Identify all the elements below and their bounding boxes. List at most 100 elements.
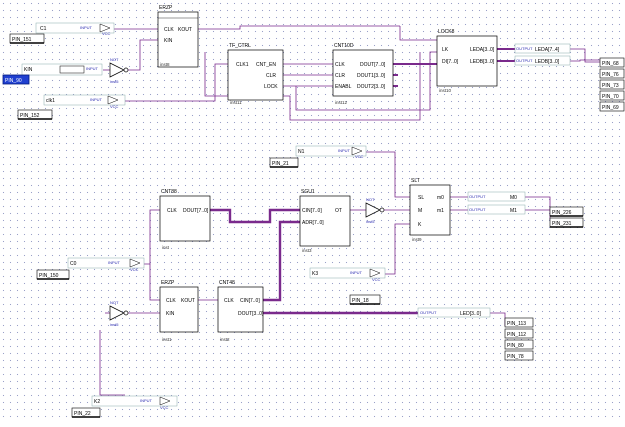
wire-k3: [385, 223, 410, 275]
port-label: LEDA[3..0]: [470, 47, 495, 53]
wire-m1-pin: [525, 209, 551, 220]
svg-text:PIN_70: PIN_70: [602, 94, 619, 100]
wire-led-out: [490, 312, 506, 326]
port-label: ENABL: [335, 84, 352, 90]
block-sgu1[interactable]: SGU1 CIN[7..0] ADR[7..0] OT inst3: [299, 189, 351, 253]
inverter-bottom[interactable]: NOT inst5: [109, 300, 129, 327]
signal-name: K3: [312, 271, 318, 277]
port-label: KIN: [166, 311, 175, 317]
svg-text:PIN_68: PIN_68: [602, 61, 619, 67]
input-pin-n1[interactable]: N1 INPUT VCC: [295, 145, 367, 159]
input-pin-k3[interactable]: K3 INPUT VCC: [309, 267, 386, 282]
input-pin-c0[interactable]: C0 INPUT VCC: [67, 257, 145, 272]
pin-stack-leda[interactable]: PIN_68 PIN_76 PIN_73 PIN_70 PIN_69: [599, 57, 625, 112]
output-pin-m0[interactable]: OUTPUT M0: [467, 191, 526, 202]
svg-text:PIN_231: PIN_231: [552, 221, 572, 227]
wire-c0: [144, 209, 165, 265]
input-pin-k2[interactable]: K2 INPUT VCC: [91, 395, 178, 410]
pin-label-90[interactable]: PIN_90: [2, 74, 30, 85]
svg-text:PIN_69: PIN_69: [602, 105, 619, 111]
signal-name: M0: [510, 195, 517, 201]
io-std: VCC: [110, 104, 119, 109]
port-label: CLR: [335, 73, 345, 79]
output-pin-ledb[interactable]: OUTPUT LEDB[3..0]: [514, 55, 571, 66]
wire-k2: [99, 330, 125, 396]
input-pin-c1[interactable]: C1 INPUT VCC: [35, 22, 115, 36]
port-label: LK: [442, 47, 449, 53]
pin-label-151[interactable]: PIN_151: [9, 33, 45, 44]
inverter-kin[interactable]: NOT inst5: [109, 57, 129, 84]
io-type: INPUT: [108, 260, 121, 265]
port-label: K: [418, 222, 422, 228]
pin-label-22[interactable]: PIN_22: [71, 407, 101, 418]
pin-label-152[interactable]: PIN_152: [17, 109, 53, 120]
pin-assignments: PIN_151 PIN_90 PIN_152 PIN_21 PIN_150 PI…: [2, 33, 625, 418]
port-label: DOUT2[3..0]: [357, 84, 386, 90]
inverters: NOT inst5 NOT inst5 NOT inst5: [109, 57, 385, 327]
port-label: CNT_EN: [256, 62, 276, 68]
blocks: ERZP CLK KIN KOUT inst8 TF_CTRL CLK1 CNT…: [157, 5, 498, 342]
output-pin-m1[interactable]: OUTPUT M1: [467, 204, 526, 215]
signal-name: C1: [40, 26, 47, 32]
inverter-ot[interactable]: NOT inst5: [365, 197, 385, 224]
svg-text:PIN_151: PIN_151: [12, 37, 32, 43]
port-label: OT: [335, 208, 342, 214]
io-std: VCC: [160, 405, 169, 410]
block-cnt48[interactable]: CNT48 CLK CIN[7..0] DOUT[3..0] inst2: [217, 280, 264, 342]
block-lock8[interactable]: LOCK8 LK DI[7..0] LEDA[3..0] LEDB[3..0] …: [436, 29, 498, 93]
io-std: VCC: [102, 31, 111, 36]
block-title: ERZP: [159, 5, 173, 11]
inst-label: inst9: [412, 237, 422, 242]
pin-label-21[interactable]: PIN_21: [269, 157, 299, 168]
io-type: INPUT: [140, 398, 153, 403]
pin-label-150[interactable]: PIN_150: [36, 269, 70, 280]
block-cnt88[interactable]: CNT88 CLK DOUT[7..0] inst: [159, 189, 211, 250]
inverter-label: NOT: [110, 300, 119, 305]
wire-inv1-out: [128, 39, 163, 71]
inst-label: inst2: [220, 337, 230, 342]
io-type: OUTPUT: [420, 310, 437, 315]
port-label: CLK: [224, 298, 234, 304]
block-title: SLT: [411, 178, 420, 184]
output-pins: OUTPUT LEDA[7..4] OUTPUT LEDB[3..0] OUTP…: [417, 43, 571, 318]
pin-label-231[interactable]: PIN_231: [549, 217, 584, 228]
pin-stack-led[interactable]: PIN_113 PIN_112 PIN_80 PIN_78: [504, 317, 534, 361]
wire-clk1: [125, 63, 228, 102]
wire-kout-to-lock: [399, 26, 437, 41]
svg-text:PIN_152: PIN_152: [20, 113, 40, 119]
output-pin-leda[interactable]: OUTPUT LEDA[7..4]: [514, 43, 571, 54]
block-title: CNT88: [161, 189, 177, 195]
port-label: m0: [437, 195, 444, 201]
block-cnt10d[interactable]: CNT10D CLK CLR ENABL DOUT[7..0] DOUT1[3.…: [332, 43, 394, 105]
signal-name: clk1: [46, 98, 55, 104]
port-label: KOUT: [178, 27, 192, 33]
port-label: SL: [418, 195, 424, 201]
io-std: VCC: [372, 277, 381, 282]
signal-name: N1: [298, 149, 305, 155]
port-label: KOUT: [181, 298, 195, 304]
pin-label-226[interactable]: PIN_226: [549, 206, 584, 217]
input-pin-clk1[interactable]: clk1 INPUT VCC: [43, 94, 126, 109]
input-pin-kin[interactable]: KIN INPUT: [21, 63, 103, 76]
svg-text:PIN_226: PIN_226: [552, 210, 572, 216]
svg-text:PIN_80: PIN_80: [507, 343, 524, 349]
output-pin-led[interactable]: OUTPUT LED[3..0]: [417, 307, 491, 318]
pin-label-18[interactable]: PIN_18: [349, 294, 381, 305]
inst-label: inst11: [230, 100, 242, 105]
svg-text:PIN_73: PIN_73: [602, 83, 619, 89]
io-type: INPUT: [338, 148, 351, 153]
svg-text:PIN_113: PIN_113: [507, 321, 526, 327]
port-label: M: [418, 208, 422, 214]
block-slt[interactable]: SLT SL M K m0 m1 inst9: [409, 178, 451, 242]
port-label: CIN[7..0]: [240, 298, 260, 304]
block-erzp-top[interactable]: ERZP CLK KIN KOUT inst8: [157, 5, 199, 68]
block-erzp-bot[interactable]: ERZP CLK KIN KOUT inst1: [159, 280, 199, 342]
block-title: CNT10D: [334, 43, 354, 49]
block-title: TF_CTRL: [229, 43, 251, 49]
svg-text:PIN_150: PIN_150: [39, 273, 59, 279]
port-label: CLK: [164, 27, 174, 33]
block-tf-ctrl[interactable]: TF_CTRL CLK1 CNT_EN CLR LOCK inst11: [227, 43, 284, 105]
wire-n1: [366, 151, 410, 198]
